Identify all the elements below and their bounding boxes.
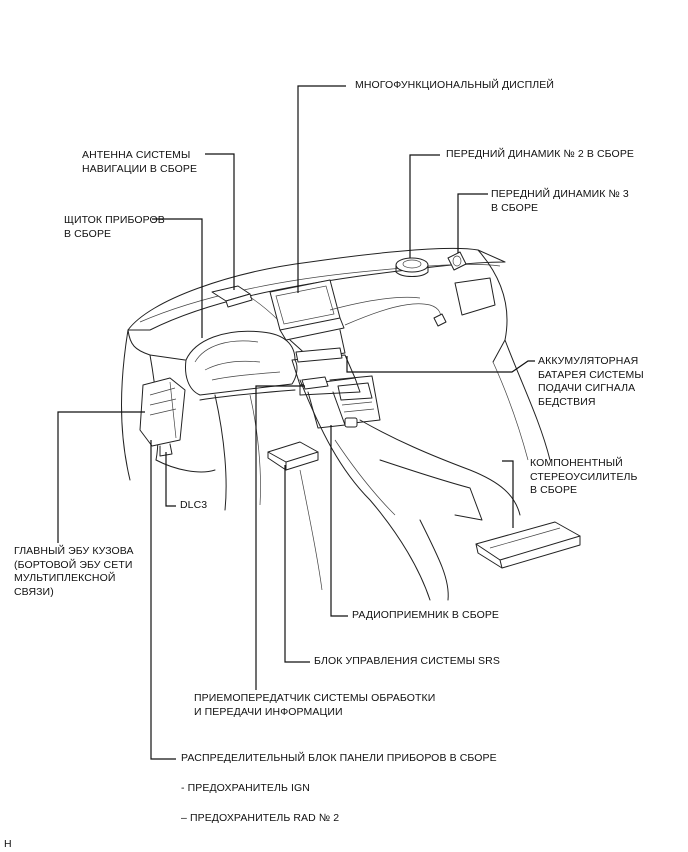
- label-combination-meter: ЩИТОК ПРИБОРОВ В СБОРЕ: [64, 214, 165, 241]
- label-main-body-ecu-line-2: (БОРТОВОЙ ЭБУ СЕТИ: [14, 558, 133, 571]
- label-front-speaker-3-line-1: ПЕРЕДНИЙ ДИНАМИК № 3: [491, 188, 629, 200]
- label-main-body-ecu-line-1: ГЛАВНЫЙ ЭБУ КУЗОВА: [14, 545, 134, 557]
- label-combination-meter-line-1: ЩИТОК ПРИБОРОВ: [64, 214, 165, 226]
- label-dlc3-line: DLC3: [180, 499, 208, 511]
- label-nav-antenna: АНТЕННА СИСТЕМЫ НАВИГАЦИИ В СБОРЕ: [82, 149, 197, 176]
- label-stereo-amplifier-line-1: КОМПОНЕНТНЫЙ: [530, 457, 623, 469]
- label-stereo-amplifier-line-3: В СБОРЕ: [530, 484, 578, 496]
- label-fuse-rad: – ПРЕДОХРАНИТЕЛЬ RAD № 2: [181, 812, 339, 826]
- label-fuse-ign-line: - ПРЕДОХРАНИТЕЛЬ IGN: [181, 782, 310, 794]
- label-fuse-ign: - ПРЕДОХРАНИТЕЛЬ IGN: [181, 782, 310, 796]
- label-telematics-transceiver-line-2: И ПЕРЕДАЧИ ИНФОРМАЦИИ: [194, 705, 343, 718]
- label-stereo-amplifier: КОМПОНЕНТНЫЙ СТЕРЕОУСИЛИТЕЛЬ В СБОРЕ: [530, 457, 638, 498]
- label-combination-meter-line-2: В СБОРЕ: [64, 227, 112, 240]
- label-radio-receiver: РАДИОПРИЕМНИК В СБОРЕ: [352, 609, 499, 623]
- label-srs-ecu-line: БЛОК УПРАВЛЕНИЯ СИСТЕМЫ SRS: [314, 655, 500, 667]
- label-front-speaker-3-line-2: В СБОРЕ: [491, 201, 539, 214]
- label-radio-receiver-line: РАДИОПРИЕМНИК В СБОРЕ: [352, 609, 500, 621]
- label-backup-battery: АККУМУЛЯТОРНАЯ БАТАРЕЯ СИСТЕМЫ ПОДАЧИ СИ…: [538, 355, 644, 409]
- label-junction-block-line: РАСПРЕДЕЛИТЕЛЬНЫЙ БЛОК ПАНЕЛИ ПРИБОРОВ В…: [181, 752, 497, 764]
- label-fuse-rad-line: – ПРЕДОХРАНИТЕЛЬ RAD № 2: [181, 812, 340, 824]
- label-junction-block: РАСПРЕДЕЛИТЕЛЬНЫЙ БЛОК ПАНЕЛИ ПРИБОРОВ В…: [181, 752, 497, 766]
- label-main-body-ecu: ГЛАВНЫЙ ЭБУ КУЗОВА (БОРТОВОЙ ЭБУ СЕТИ МУ…: [14, 545, 134, 599]
- label-main-body-ecu-line-4: СВЯЗИ): [14, 585, 54, 598]
- leader-lines: [57, 85, 535, 760]
- label-dlc3: DLC3: [180, 499, 207, 513]
- label-srs-ecu: БЛОК УПРАВЛЕНИЯ СИСТЕМЫ SRS: [314, 655, 500, 669]
- label-front-speaker-2: ПЕРЕДНИЙ ДИНАМИК № 2 В СБОРЕ: [446, 148, 634, 162]
- label-front-speaker-2-line: ПЕРЕДНИЙ ДИНАМИК № 2 В СБОРЕ: [446, 148, 635, 160]
- label-multi-display: МНОГОФУНКЦИОНАЛЬНЫЙ ДИСПЛЕЙ: [355, 79, 554, 93]
- label-nav-antenna-line-1: АНТЕННА СИСТЕМЫ: [82, 149, 191, 161]
- dashboard-sketch: [121, 247, 581, 601]
- label-backup-battery-line-2: БАТАРЕЯ СИСТЕМЫ: [538, 368, 644, 381]
- label-backup-battery-line-4: БЕДСТВИЯ: [538, 395, 596, 408]
- label-backup-battery-line-3: ПОДАЧИ СИГНАЛА: [538, 382, 636, 394]
- label-stereo-amplifier-line-2: СТЕРЕОУСИЛИТЕЛЬ: [530, 470, 638, 483]
- label-main-body-ecu-line-3: МУЛЬТИПЛЕКСНОЙ: [14, 572, 116, 584]
- label-backup-battery-line-1: АККУМУЛЯТОРНАЯ: [538, 355, 639, 367]
- corner-mark-text: H: [4, 838, 12, 850]
- label-nav-antenna-line-2: НАВИГАЦИИ В СБОРЕ: [82, 162, 198, 175]
- label-telematics-transceiver: ПРИЕМОПЕРЕДАТЧИК СИСТЕМЫ ОБРАБОТКИ И ПЕР…: [194, 692, 435, 719]
- label-front-speaker-3: ПЕРЕДНИЙ ДИНАМИК № 3 В СБОРЕ: [491, 188, 629, 215]
- label-multi-display-line: МНОГОФУНКЦИОНАЛЬНЫЙ ДИСПЛЕЙ: [355, 79, 554, 91]
- label-telematics-transceiver-line-1: ПРИЕМОПЕРЕДАТЧИК СИСТЕМЫ ОБРАБОТКИ: [194, 692, 436, 704]
- corner-mark: H: [4, 838, 12, 852]
